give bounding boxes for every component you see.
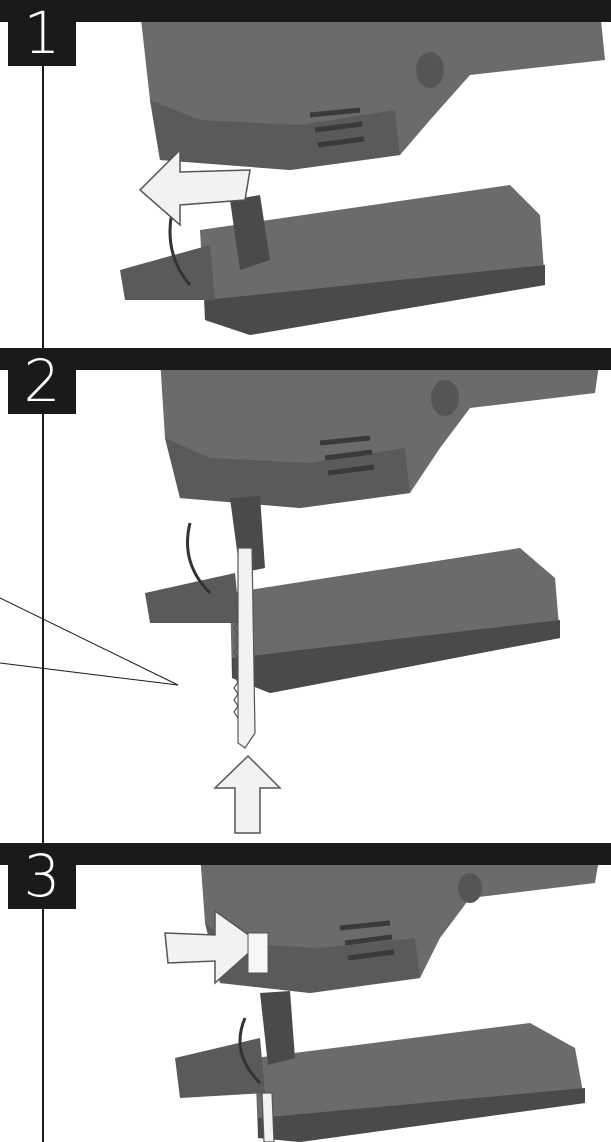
jigsaw-blade	[237, 547, 256, 749]
step-1-illustration	[120, 10, 605, 335]
margin-rule	[42, 0, 44, 1142]
step-1-panel: 1	[0, 0, 611, 345]
step-2-header-bar	[0, 348, 611, 370]
step-3-number: 3	[8, 843, 76, 909]
step-3-illustration	[164, 853, 600, 1142]
step-3-panel: 3	[0, 843, 611, 1142]
direction-arrow-left-icon	[138, 148, 251, 227]
step-2-number: 2	[8, 348, 76, 414]
step-3-header-bar	[0, 843, 611, 865]
step-2-illustration	[0, 358, 600, 834]
step-1-header-bar	[0, 0, 611, 22]
step-2-panel: 2	[0, 348, 611, 838]
step-1-number: 1	[8, 0, 76, 66]
direction-arrow-right-icon	[164, 909, 262, 985]
direction-arrow-up-icon	[213, 754, 282, 834]
